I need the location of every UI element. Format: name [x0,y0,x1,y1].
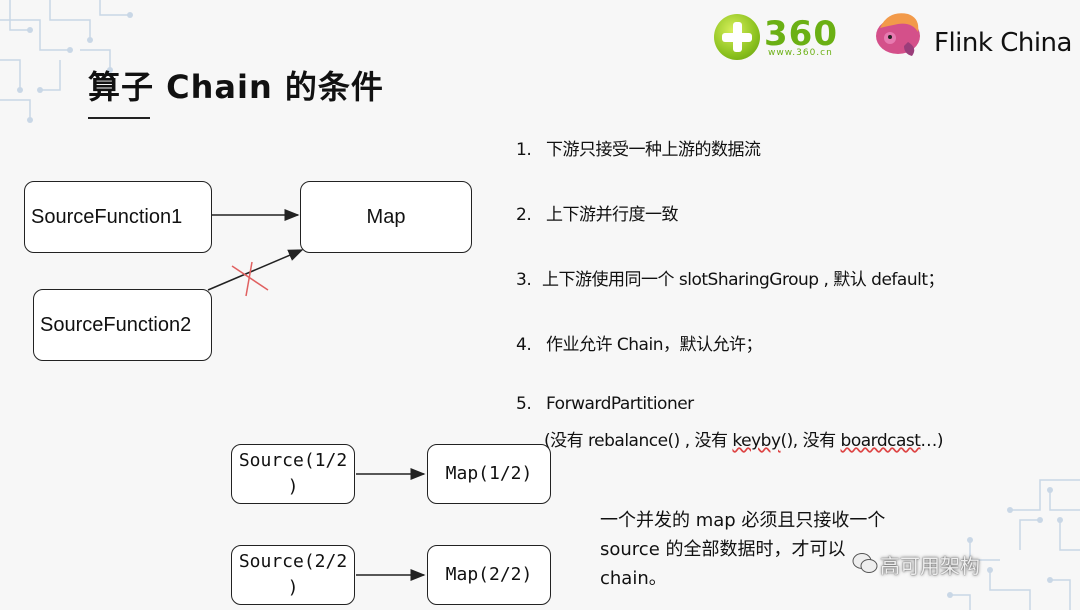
source-1-of-2-label-line1: Source(1/2 [238,450,348,471]
map-2-of-2-box: Map(2/2) [427,545,551,605]
source-1-of-2-label-line2: ) [287,476,299,497]
condition-3-text: 上下游使用同一个 slotSharingGroup , 默认 default； [542,270,945,290]
map-label: Map [366,205,406,228]
condition-4-number: 4. [516,335,532,355]
condition-5-detail-part1: (没有 rebalance() , 没有 [544,431,733,451]
sourcefunction1-label: SourceFunction1 [31,205,183,228]
arrow-source2-to-map [207,249,304,291]
condition-5-text: ForwardPartitioner [546,394,694,414]
wechat-icon [852,553,878,573]
map-2-of-2-label: Map(2/2) [445,564,533,585]
condition-1-number: 1. [516,140,532,160]
source-2-of-2-box: Source(2/2 ) [231,545,355,605]
condition-4: 4. 作业允许 Chain，默认允许； [516,330,762,355]
condition-5-number: 5. [516,394,532,414]
watermark-text: 高可用架构 [880,554,980,578]
sourcefunction1-box: SourceFunction1 [24,181,212,253]
flink-china-logo-text: Flink China [934,28,1072,58]
sourcefunction2-box: SourceFunction2 [33,289,212,361]
chain-note-text: 一个并发的 map 必须且只接收一个 source 的全部数据时，才可以chai… [600,510,886,589]
logo-360-text: 360 [764,14,838,54]
sourcefunction2-label: SourceFunction2 [40,313,192,336]
cross-mark-icon [231,261,269,297]
condition-1: 1. 下游只接受一种上游的数据流 [516,135,761,160]
boardcast-text: boardcast [840,431,921,451]
circuit-decoration-top-left [0,0,133,123]
condition-3-number: 3. [516,270,532,290]
flink-squirrel-logo-icon [876,13,920,56]
condition-5: 5. ForwardPartitioner [516,394,694,414]
condition-2-text: 上下游并行度一致 [546,205,679,225]
source-2-of-2-label-line2: ) [287,577,299,598]
source-1-of-2-box: Source(1/2 ) [231,444,355,504]
map-box: Map [300,181,472,253]
source-2-of-2-label-line1: Source(2/2 [238,551,348,572]
circuit-decoration-bottom-right [947,479,1080,610]
logo-360-icon [714,14,760,60]
condition-2-number: 2. [516,205,532,225]
keyby-text: keyby [732,431,781,451]
condition-1-text: 下游只接受一种上游的数据流 [546,140,761,160]
title-underline [88,117,150,119]
logo-360-url: www.360.cn [768,48,833,58]
map-1-of-2-box: Map(1/2) [427,444,551,504]
condition-2: 2. 上下游并行度一致 [516,200,679,225]
condition-5-detail-part3: …) [920,431,944,451]
condition-4-text: 作业允许 Chain，默认允许； [546,335,762,355]
condition-3: 3. 上下游使用同一个 slotSharingGroup , 默认 default… [516,265,945,290]
condition-5-detail-part2: (), 没有 [780,431,841,451]
slide-title: 算子 Chain 的条件 [88,68,384,106]
condition-5-detail: (没有 rebalance() , 没有 keyby(), 没有 boardca… [544,426,944,451]
map-1-of-2-label: Map(1/2) [445,463,533,484]
